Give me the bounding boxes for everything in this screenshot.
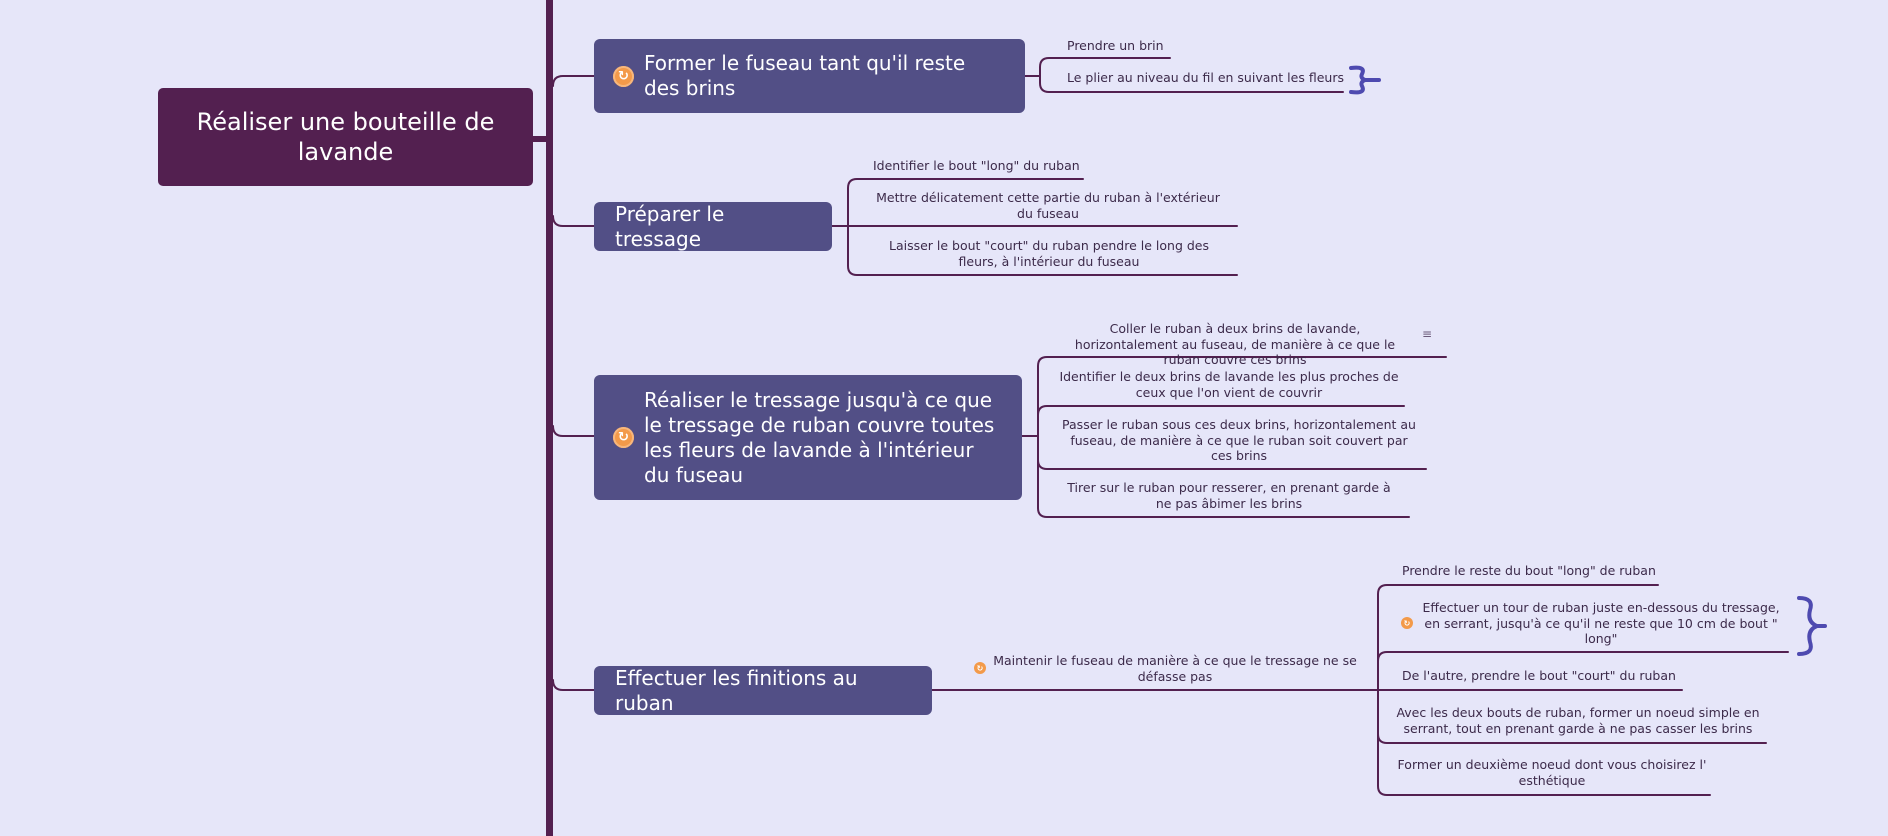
subtopic-label: Le plier au niveau du fil en suivant les… [1067, 70, 1344, 85]
subtopic[interactable]: Identifier le bout "long" du ruban [873, 158, 1080, 174]
subtopic[interactable]: Effectuer un tour de ruban juste en-dess… [1420, 600, 1782, 647]
repeat-icon[interactable]: ↻ [1401, 617, 1413, 629]
subtopic-label: Prendre un brin [1067, 38, 1164, 53]
subtopic-label: Effectuer un tour de ruban juste en-dess… [1422, 600, 1780, 646]
boundary-brace-icon [1797, 596, 1827, 656]
repeat-icon[interactable]: ↻ [974, 662, 986, 674]
subtopic-label: Maintenir le fuseau de manière à ce que … [993, 653, 1357, 684]
subtopic[interactable]: Tirer sur le ruban pour resserer, en pre… [1059, 480, 1399, 511]
topic-label: Réaliser le tressage jusqu'à ce que le t… [644, 387, 995, 487]
subtopic[interactable]: Prendre le reste du bout "long" de ruban [1402, 563, 1656, 579]
subtopic[interactable]: Coller le ruban à deux brins de lavande,… [1059, 321, 1411, 368]
topic-preparer-tressage[interactable]: Préparer le tressage [594, 202, 832, 251]
topic-label: Préparer le tressage [615, 201, 725, 251]
repeat-icon[interactable]: ↻ [613, 65, 634, 87]
topic-former-fuseau[interactable]: ↻ Former le fuseau tant qu'il reste des … [594, 39, 1025, 113]
topic-realiser-tressage[interactable]: ↻ Réaliser le tressage jusqu'à ce que le… [594, 375, 1022, 500]
subtopic-label: Tirer sur le ruban pour resserer, en pre… [1067, 480, 1391, 511]
topic-label: Effectuer les finitions au ruban [615, 665, 858, 715]
subtopic[interactable]: Maintenir le fuseau de manière à ce que … [992, 653, 1358, 684]
subtopic-label: Avec les deux bouts de ruban, former un … [1396, 705, 1760, 736]
topic-effectuer-finitions[interactable]: Effectuer les finitions au ruban [594, 666, 932, 715]
note-icon[interactable]: ≡ [1422, 327, 1433, 341]
subtopic[interactable]: Identifier le deux brins de lavande les … [1059, 369, 1399, 400]
subtopic[interactable]: Former un deuxième noeud dont vous chois… [1396, 757, 1708, 788]
subtopic-label: Identifier le bout "long" du ruban [873, 158, 1080, 173]
subtopic[interactable]: Le plier au niveau du fil en suivant les… [1067, 70, 1344, 86]
subtopic-label: Identifier le deux brins de lavande les … [1059, 369, 1399, 400]
subtopic-label: Former un deuxième noeud dont vous chois… [1397, 757, 1707, 788]
subtopic-label: Mettre délicatement cette partie du ruba… [876, 190, 1220, 221]
subtopic-label: Laisser le bout "court" du ruban pendre … [888, 238, 1209, 269]
subtopic[interactable]: Avec les deux bouts de ruban, former un … [1396, 705, 1760, 736]
subtopic-label: De l'autre, prendre le bout "court" du r… [1402, 668, 1676, 683]
boundary-brace-icon [1349, 65, 1381, 95]
subtopic-label: Passer le ruban sous ces deux brins, hor… [1062, 417, 1416, 463]
central-topic-label: Réaliser une bouteille de lavande [196, 108, 495, 166]
subtopic[interactable]: Passer le ruban sous ces deux brins, hor… [1059, 417, 1419, 464]
subtopic[interactable]: Mettre délicatement cette partie du ruba… [870, 190, 1226, 221]
repeat-icon[interactable]: ↻ [613, 427, 634, 448]
subtopic[interactable]: De l'autre, prendre le bout "court" du r… [1402, 668, 1676, 684]
topic-label: Former le fuseau tant qu'il reste des br… [644, 51, 966, 100]
subtopic-label: Prendre le reste du bout "long" de ruban [1402, 563, 1656, 578]
subtopic[interactable]: Laisser le bout "court" du ruban pendre … [870, 238, 1228, 269]
subtopic[interactable]: Prendre un brin [1067, 38, 1164, 54]
central-topic[interactable]: Réaliser une bouteille de lavande [158, 88, 533, 186]
subtopic-label: Coller le ruban à deux brins de lavande,… [1074, 321, 1396, 367]
